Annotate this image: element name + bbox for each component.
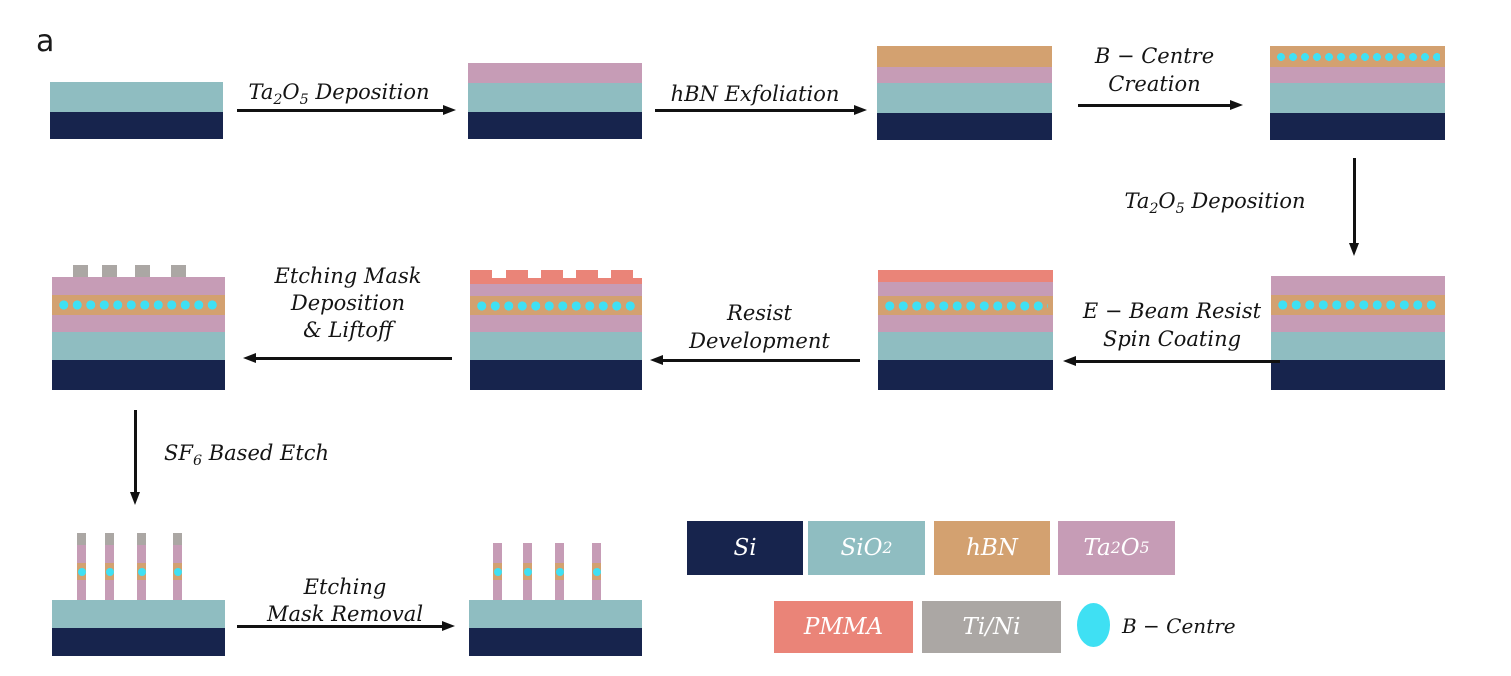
layer-hbn: [1270, 46, 1445, 67]
layer-hbn: [878, 296, 1053, 315]
layer-si: [877, 113, 1052, 140]
label-resist-development: Resist Development: [689, 301, 830, 353]
label-mask-removal: Etching Mask Removal: [266, 575, 424, 626]
patterned-resist: [470, 270, 642, 284]
layer-sio2: [50, 82, 223, 112]
stack-etched-pillars: [52, 533, 225, 656]
layer-ta2o5: [1271, 276, 1445, 295]
layer-sio2: [52, 332, 225, 360]
layer-hbn: [877, 46, 1052, 67]
b-centre-dots: [1276, 300, 1440, 310]
b-centre-dot: [105, 567, 114, 576]
stack-hbn-exfoliated: [877, 46, 1052, 140]
stack-resist-developed: [470, 270, 642, 390]
layer-hbn: [470, 296, 642, 315]
layer-sio2: [469, 600, 642, 628]
layer-ta2o5: [52, 315, 225, 332]
pillar: [173, 533, 182, 600]
layer-ta2o5: [468, 63, 642, 83]
layer-sio2: [1270, 83, 1445, 113]
layer-hbn: [1271, 295, 1445, 315]
layer-ta2o5: [52, 277, 225, 295]
layer-si: [50, 112, 223, 139]
b-centre-dots: [1275, 52, 1440, 61]
b-centre-dot: [77, 567, 86, 576]
b-centre-dots: [57, 300, 220, 310]
pillar: [105, 533, 114, 600]
pillar: [523, 543, 532, 600]
stack-final-pillars: [469, 543, 642, 656]
arrow-mask-removal: [237, 625, 443, 628]
legend-si: Si: [687, 521, 803, 575]
metal-mask-teeth: [52, 265, 225, 277]
layer-ta2o5: [1270, 67, 1445, 83]
layer-si: [469, 628, 642, 656]
layer-si: [1270, 113, 1445, 140]
layer-sio2: [468, 83, 642, 112]
pillar: [137, 533, 146, 600]
layer-ta2o5: [470, 315, 642, 332]
pillar: [592, 543, 601, 600]
arrow-b-centre-creation: [1078, 104, 1231, 107]
figure-panel-label: a: [36, 24, 55, 59]
legend-b-centre-label: B − Centre: [1122, 614, 1236, 638]
arrow-ebeam-resist: [1075, 360, 1280, 363]
layer-si: [468, 112, 642, 139]
pillar: [555, 543, 564, 600]
label-ebeam-resist: E − Beam Resist Spin Coating: [1082, 299, 1262, 351]
layer-ta2o5: [877, 67, 1052, 83]
b-centre-dot: [523, 567, 532, 576]
arrow-ta2o5-deposition: [237, 109, 444, 112]
stack-substrate: [50, 82, 223, 139]
b-centre-dot: [555, 567, 564, 576]
b-centre-dot: [493, 567, 502, 576]
layer-pmma: [878, 270, 1053, 282]
label-b-centre-creation: B − Centre Creation: [1094, 44, 1215, 96]
layer-sio2: [52, 600, 225, 628]
layer-si: [52, 360, 225, 390]
b-centre-dot: [173, 567, 182, 576]
arrow-ta2o5-deposition-2: [1353, 158, 1356, 244]
layer-si: [878, 360, 1053, 390]
layer-sio2: [1271, 332, 1445, 360]
label-sf6-etch: SF6 Based Etch: [164, 441, 330, 470]
b-centre-dot: [592, 567, 601, 576]
arrow-resist-development: [662, 359, 860, 362]
layer-ta2o5: [878, 315, 1053, 332]
layer-si: [52, 628, 225, 656]
arrow-hbn-exfoliation: [655, 109, 855, 112]
label-ta2o5-deposition-2: Ta2O5 Deposition: [1124, 189, 1306, 218]
legend-tini: Ti/Ni: [922, 601, 1061, 653]
label-etching-mask: Etching Mask Deposition & Liftoff: [274, 264, 422, 342]
b-centre-dots: [883, 300, 1048, 311]
layer-sio2: [877, 83, 1052, 113]
legend-hbn: hBN: [934, 521, 1050, 575]
b-centre-dots: [475, 300, 637, 311]
arrow-etching-mask: [255, 357, 452, 360]
pillar: [77, 533, 86, 600]
pillar: [493, 543, 502, 600]
layer-hbn: [52, 295, 225, 315]
arrow-sf6-etch: [134, 410, 137, 493]
layer-ta2o5: [878, 282, 1053, 296]
layer-sio2: [470, 332, 642, 360]
layer-ta2o5: [470, 284, 642, 296]
stack-b-centres-created: [1270, 46, 1445, 140]
layer-sio2: [878, 332, 1053, 360]
layer-ta2o5: [1271, 315, 1445, 332]
stack-ta2o5-deposited: [468, 63, 642, 139]
label-hbn-exfoliation: hBN Exfoliation: [670, 82, 840, 106]
legend-pmma: PMMA: [774, 601, 913, 653]
stack-resist-coated: [878, 270, 1053, 390]
layer-si: [470, 360, 642, 390]
legend-b-centre-dot: [1077, 603, 1110, 647]
layer-si: [1271, 360, 1445, 390]
stack-ta2o5-capped: [1271, 276, 1445, 390]
stack-mask-deposited: [52, 265, 225, 390]
label-ta2o5-deposition: Ta2O5 Deposition: [248, 80, 430, 109]
b-centre-dot: [137, 567, 146, 576]
